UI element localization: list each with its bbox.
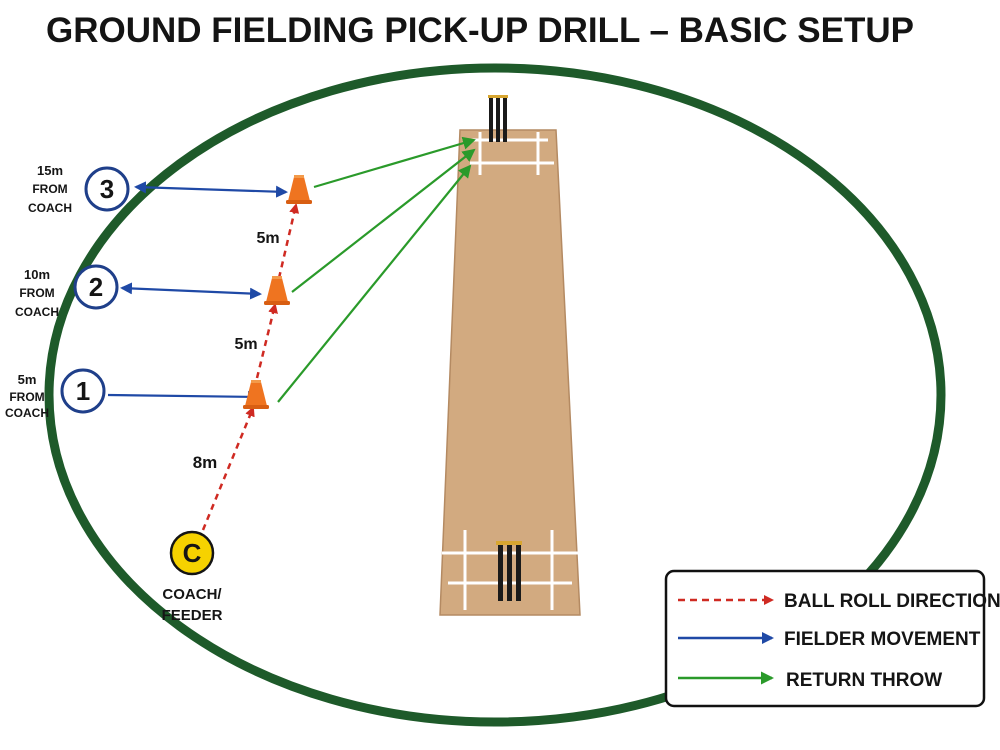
fielder-3-distance-label: 15m FROM COACH: [28, 163, 72, 215]
segment-label: 5m: [256, 230, 279, 247]
fielder-1: 1: [60, 368, 106, 414]
cone-icon: [243, 380, 269, 409]
coach-symbol: C: [183, 538, 202, 568]
fielder-number: 2: [89, 272, 103, 302]
stumps-icon: [488, 95, 508, 142]
distance-line: 5m: [18, 372, 37, 387]
top-crease-markings: [470, 132, 554, 175]
distance-line: 15m: [37, 163, 63, 178]
stumps-icon: [496, 541, 522, 601]
cone-icon: [264, 276, 290, 305]
distance-line: COACH: [5, 406, 49, 420]
ball-roll-path: [201, 203, 300, 531]
segment-label: 5m: [234, 336, 257, 353]
distance-line: FROM: [9, 390, 44, 404]
legend-ball-roll-label: BALL ROLL DIRECTION: [784, 591, 1000, 612]
diagram-title: GROUND FIELDING PICK-UP DRILL – BASIC SE…: [46, 11, 914, 50]
fielder-1-distance-label: 5m FROM COACH: [5, 372, 49, 420]
legend: BALL ROLL DIRECTION FIELDER MOVEMENT RET…: [664, 569, 1000, 708]
distance-line: FROM: [19, 286, 54, 300]
segment-label: 8m: [193, 453, 218, 472]
fielder-number: 1: [76, 376, 90, 406]
pitch-strip: [439, 129, 581, 616]
legend-box: [664, 569, 986, 708]
field-boundary: [44, 63, 946, 727]
fielder-2: 2: [73, 264, 119, 310]
cricket-pitch: [439, 95, 581, 616]
fielder-2-distance-label: 10m FROM COACH: [15, 267, 59, 319]
distance-line: COACH: [15, 305, 59, 319]
distance-line: FROM: [32, 182, 67, 196]
coach-label: COACH/: [162, 586, 222, 603]
coach-marker: C: [169, 530, 215, 576]
return-throw-arrows: [277, 136, 476, 403]
legend-return-throw-label: RETURN THROW: [786, 670, 942, 691]
cone-icon: [286, 175, 312, 204]
fielder-number: 3: [100, 174, 114, 204]
coach-label: FEEDER: [162, 607, 223, 624]
legend-fielder-movement-label: FIELDER MOVEMENT: [784, 629, 981, 650]
distance-line: 10m: [24, 267, 50, 282]
fielder-3: 3: [84, 166, 130, 212]
fielder-movement-arrows: [107, 181, 288, 403]
distance-line: COACH: [28, 201, 72, 215]
